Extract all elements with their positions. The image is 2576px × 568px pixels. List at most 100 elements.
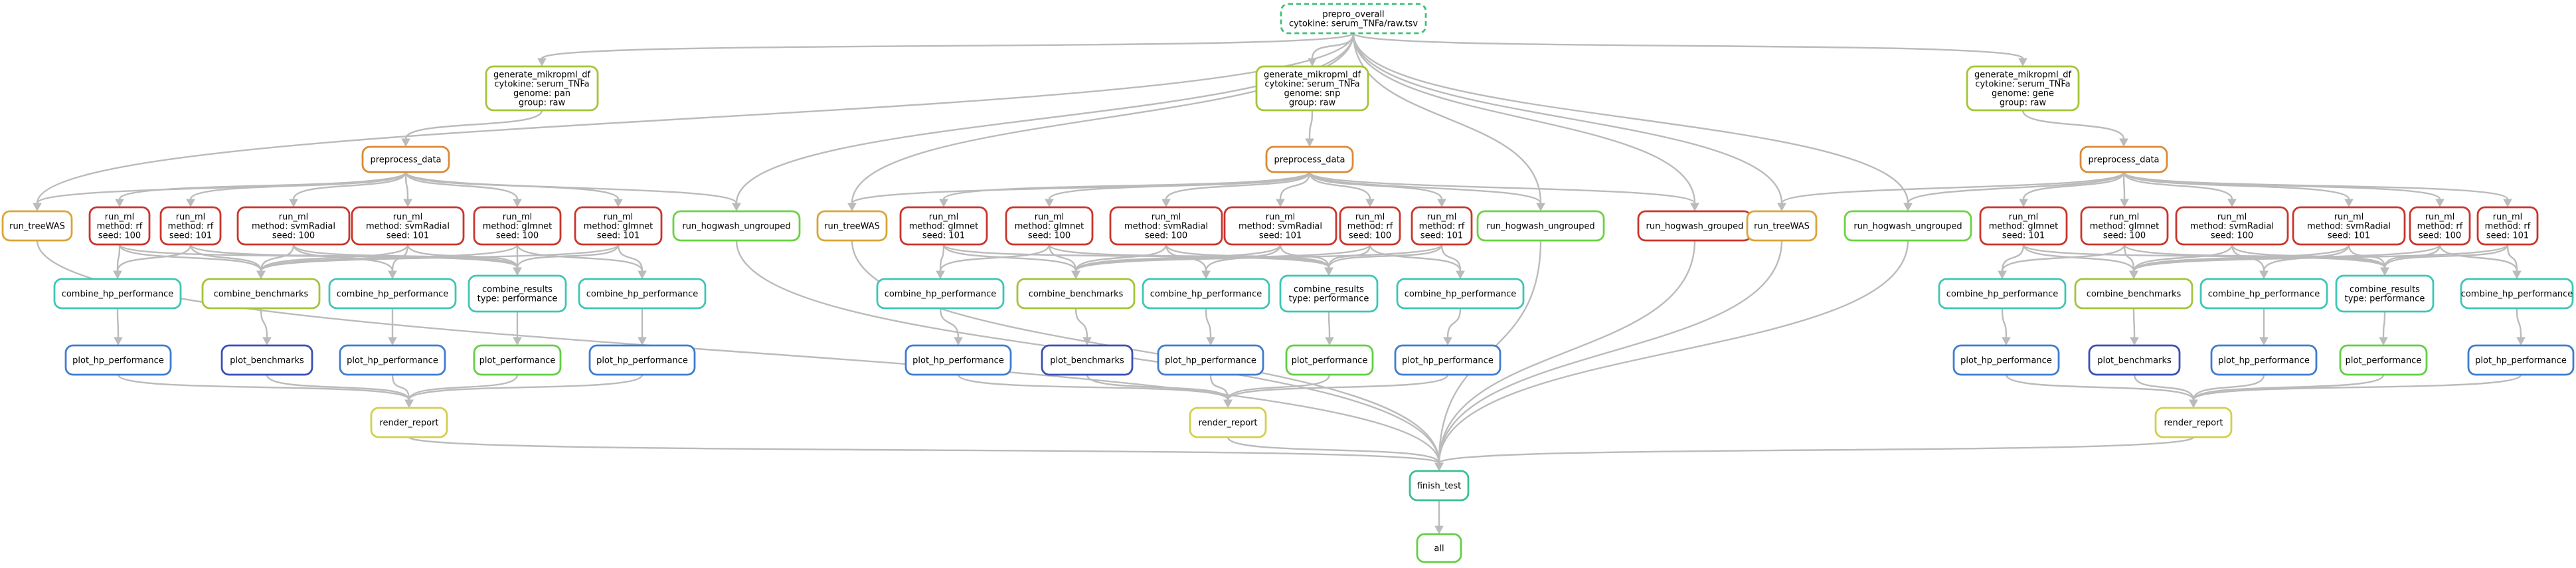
node-tree-c[interactable]: run_treeWAS xyxy=(1746,210,1818,242)
arrow-head xyxy=(2503,199,2512,208)
node-b-pb[interactable]: plot_benchmarks xyxy=(1041,344,1134,376)
node-label: plot_benchmarks xyxy=(230,356,304,366)
node-a-pb[interactable]: plot_benchmarks xyxy=(220,344,313,376)
node-b-chp3[interactable]: combine_hp_performance xyxy=(1396,278,1525,310)
node-label: seed: 101 xyxy=(386,231,429,241)
node-pre-c[interactable]: preprocess_data xyxy=(2079,145,2168,173)
edge-line xyxy=(1352,33,1696,204)
node-label: seed: 100 xyxy=(272,231,315,241)
node-rr-b[interactable]: render_report xyxy=(1189,407,1267,438)
node-hog-a[interactable]: run_hogwash_ungrouped xyxy=(672,210,801,242)
edge-c_pp-to-rr_c xyxy=(2189,374,2385,409)
edge-line xyxy=(939,244,1051,272)
node-tree-b[interactable]: run_treeWAS xyxy=(816,210,888,242)
node-c-php2[interactable]: plot_hp_performance xyxy=(2210,344,2318,376)
edge-line xyxy=(1048,244,1330,268)
node-hog-b[interactable]: run_hogwash_ungrouped xyxy=(1476,210,1605,242)
node-label: run_ml xyxy=(279,213,309,223)
edge-pre_b-to-b_svm101 xyxy=(1276,171,1311,208)
edge-line xyxy=(292,244,519,268)
node-hog-c[interactable]: run_hogwash_ungrouped xyxy=(1844,210,1972,242)
edge-line xyxy=(260,244,620,272)
node-label: plot_hp_performance xyxy=(72,356,164,366)
arrow-head xyxy=(2380,267,2389,276)
node-b-chp2[interactable]: combine_hp_performance xyxy=(1142,278,1270,310)
node-c-chp1[interactable]: combine_hp_performance xyxy=(1938,278,2067,310)
node-box xyxy=(2199,278,2328,310)
node-a-php3[interactable]: plot_hp_performance xyxy=(588,344,696,376)
edge-line xyxy=(1311,33,1355,59)
node-label: method: svmRadial xyxy=(1124,222,1208,232)
node-c-php3[interactable]: plot_hp_performance xyxy=(2467,344,2575,376)
node-c-chp3[interactable]: combine_hp_performance xyxy=(2460,278,2574,310)
node-c-pp[interactable]: plot_performance xyxy=(2339,344,2428,376)
edge-line xyxy=(2122,171,2233,200)
node-c-cb[interactable]: combine_benchmarks xyxy=(2074,278,2193,310)
node-a-cb[interactable]: combine_benchmarks xyxy=(201,278,321,310)
node-all[interactable]: all xyxy=(1416,533,1462,563)
node-pre-a[interactable]: preprocess_data xyxy=(361,145,450,173)
edge-line xyxy=(851,33,1355,204)
node-label: seed: 101 xyxy=(2328,231,2370,241)
node-b-chp1[interactable]: combine_hp_performance xyxy=(876,278,1005,310)
node-box xyxy=(473,344,562,376)
edge-line xyxy=(1074,244,1167,272)
node-a-php1[interactable]: plot_hp_performance xyxy=(64,344,172,376)
node-a-chp3[interactable]: combine_hp_performance xyxy=(578,278,707,310)
node-a-pp[interactable]: plot_performance xyxy=(473,344,562,376)
node-b-php1[interactable]: plot_hp_performance xyxy=(904,344,1012,376)
node-b-cb[interactable]: combine_benchmarks xyxy=(1016,278,1136,310)
node-c-php1[interactable]: plot_hp_performance xyxy=(1952,344,2060,376)
node-b-php3[interactable]: plot_hp_performance xyxy=(1394,344,1502,376)
node-a-chp2[interactable]: combine_hp_performance xyxy=(328,278,457,310)
node-tree-a[interactable]: run_treeWAS xyxy=(1,210,73,242)
arrow-head xyxy=(2189,399,2198,409)
node-c-chp2[interactable]: combine_hp_performance xyxy=(2199,278,2328,310)
node-box xyxy=(220,344,313,376)
edge-a_pp-to-rr_a xyxy=(404,374,519,409)
node-label: combine_benchmarks xyxy=(2087,290,2182,300)
edge-line xyxy=(260,244,295,272)
edge-line xyxy=(1440,244,1462,272)
edge-pre_b-to-b_glm100 xyxy=(1045,171,1311,208)
node-box xyxy=(1142,278,1270,310)
edge-line xyxy=(1227,436,1440,464)
edge-line xyxy=(1074,243,1443,272)
arrow-head xyxy=(1903,203,1913,212)
node-rr-c[interactable]: render_report xyxy=(2154,407,2233,438)
node-a-php2[interactable]: plot_hp_performance xyxy=(339,344,446,376)
node-a-chp1[interactable]: combine_hp_performance xyxy=(53,278,182,310)
node-b-pp[interactable]: plot_performance xyxy=(1285,344,1374,376)
node-rr-a[interactable]: render_report xyxy=(370,407,448,438)
node-c-pb[interactable]: plot_benchmarks xyxy=(2088,344,2181,376)
node-hogg-b[interactable]: run_hogwash_grouped xyxy=(1637,210,1753,242)
node-b-php2[interactable]: plot_hp_performance xyxy=(1157,344,1264,376)
node-finish[interactable]: finish_test xyxy=(1409,470,1470,502)
node-pre-b[interactable]: preprocess_data xyxy=(1265,145,1354,173)
